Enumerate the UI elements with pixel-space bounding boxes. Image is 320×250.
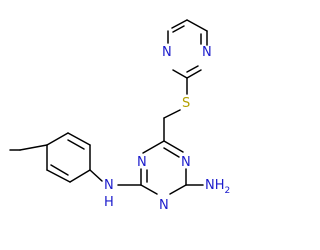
amino-group-text: NH [205, 178, 225, 193]
aryl-amine-nitrogen: N [104, 178, 114, 193]
aryl-amine-hydrogen: H [104, 195, 114, 210]
tolyl-ring [9, 132, 91, 183]
pyrimidine-nitrogen-1: N [162, 45, 172, 60]
pyrimidine-ring [167, 19, 208, 79]
molecule-structure-diagram: N N S N N N N H NH2 [9, 19, 230, 213]
triazine-nitrogen-3: N [137, 155, 147, 170]
triazine-nitrogen-5: N [159, 198, 169, 213]
amino-group-subscript: 2 [225, 186, 231, 196]
triazine-ring [140, 140, 187, 195]
amino-substituents [89, 169, 204, 186]
triazine-nitrogen-1: N [181, 155, 191, 170]
thioether-linker [163, 77, 188, 142]
sulfur-atom: S [182, 96, 190, 111]
pyrimidine-nitrogen-3: N [202, 45, 212, 60]
amino-group-label: NH2 [205, 178, 230, 196]
